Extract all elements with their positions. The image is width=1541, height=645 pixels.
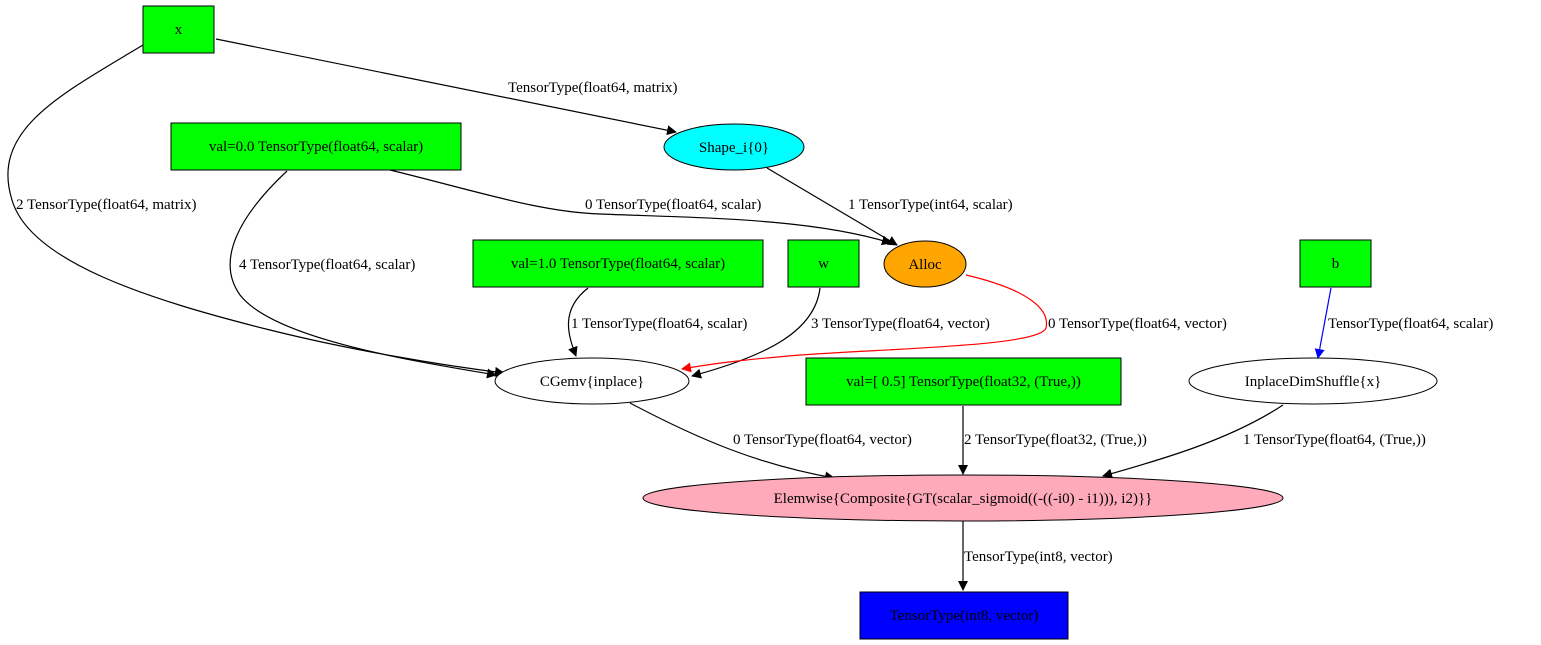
node-constant-val1-label: val=1.0 TensorType(float64, scalar) xyxy=(511,256,725,272)
edge-label-alloc-to-cgemv: 0 TensorType(float64, vector) xyxy=(1048,316,1227,332)
edge-val0-to-cgemv xyxy=(229,170,497,379)
edge-label-val1-to-cgemv: 1 TensorType(float64, scalar) xyxy=(571,316,747,332)
node-dimshuffle-label: InplaceDimShuffle{x} xyxy=(1245,374,1382,390)
node-w[interactable]: w xyxy=(787,239,860,288)
node-elemwise-label: Elemwise{Composite{GT(scalar_sigmoid((-(… xyxy=(774,491,1153,507)
node-x-box xyxy=(142,5,215,54)
node-constant-val1-box xyxy=(472,239,764,288)
edge-label-elemwise-to-output: TensorType(int8, vector) xyxy=(964,549,1113,565)
node-constant-val05-label: val=[ 0.5] TensorType(float32, (True,)) xyxy=(846,374,1081,390)
node-x[interactable]: x xyxy=(142,5,215,54)
edge-label-val0-to-alloc: 0 TensorType(float64, scalar) xyxy=(585,197,761,213)
node-constant-val0[interactable]: val=0.0 TensorType(float64, scalar) xyxy=(170,122,462,171)
node-shape-i[interactable]: Shape_i{0} xyxy=(663,123,805,171)
node-shape-i-label: Shape_i{0} xyxy=(699,140,769,156)
node-elemwise[interactable]: Elemwise{Composite{GT(scalar_sigmoid((-(… xyxy=(642,474,1284,522)
node-cgemv[interactable]: CGemv{inplace} xyxy=(494,357,690,405)
edge-label-w-to-cgemv: 3 TensorType(float64, vector) xyxy=(811,316,990,332)
node-constant-val05[interactable]: val=[ 0.5] TensorType(float32, (True,)) xyxy=(805,357,1122,406)
node-cgemv-label: CGemv{inplace} xyxy=(540,374,644,390)
node-alloc-ellipse xyxy=(883,240,967,288)
node-w-box xyxy=(787,239,860,288)
edge-val0-to-alloc xyxy=(389,169,892,246)
node-b[interactable]: b xyxy=(1299,239,1372,288)
node-alloc[interactable]: Alloc xyxy=(883,240,967,288)
edge-label-cgemv-to-elemwise: 0 TensorType(float64, vector) xyxy=(733,432,912,448)
node-output[interactable]: TensorType(int8, vector) xyxy=(859,591,1069,640)
edge-shape-to-alloc xyxy=(766,167,898,246)
node-constant-val05-box xyxy=(805,357,1122,406)
node-w-label: w xyxy=(818,256,829,272)
node-constant-val1[interactable]: val=1.0 TensorType(float64, scalar) xyxy=(472,239,764,288)
edge-cgemv-to-elemwise xyxy=(629,402,835,482)
node-output-box xyxy=(859,591,1069,640)
edge-x-to-shape xyxy=(215,38,677,136)
edge-label-x-to-cgemv: 2 TensorType(float64, matrix) xyxy=(16,197,197,213)
node-b-box xyxy=(1299,239,1372,288)
edge-label-b-to-dimshuffle: TensorType(float64, scalar) xyxy=(1328,316,1493,332)
node-b-label: b xyxy=(1332,256,1340,272)
node-constant-val0-label: val=0.0 TensorType(float64, scalar) xyxy=(209,139,423,155)
edge-label-val0-to-cgemv: 4 TensorType(float64, scalar) xyxy=(239,257,415,273)
node-shape-i-ellipse xyxy=(663,123,805,171)
nodes: x val=0.0 TensorType(float64, scalar) Sh… xyxy=(142,5,1438,640)
edge-val1-to-cgemv xyxy=(567,287,589,357)
node-x-label: x xyxy=(175,22,183,38)
node-alloc-label: Alloc xyxy=(908,257,942,273)
node-dimshuffle-ellipse xyxy=(1188,357,1438,405)
node-constant-val0-box xyxy=(170,122,462,171)
edge-b-to-dimshuffle xyxy=(1314,287,1332,359)
edge-label-shape-to-alloc: 1 TensorType(int64, scalar) xyxy=(848,197,1013,213)
node-dimshuffle[interactable]: InplaceDimShuffle{x} xyxy=(1188,357,1438,405)
node-output-label: TensorType(int8, vector) xyxy=(890,608,1039,624)
edge-w-to-cgemv xyxy=(691,287,821,379)
node-cgemv-ellipse xyxy=(494,357,690,405)
edges: TensorType(float64, matrix) 2 TensorType… xyxy=(7,38,1493,591)
edge-label-x-to-shape: TensorType(float64, matrix) xyxy=(508,80,678,96)
edge-label-dimshuffle-to-elemwise: 1 TensorType(float64, (True,)) xyxy=(1243,432,1426,448)
edge-alloc-to-cgemv xyxy=(681,274,1048,373)
edge-dimshuffle-to-elemwise xyxy=(1102,404,1284,479)
node-elemwise-ellipse xyxy=(642,474,1284,522)
edge-label-val05-to-elemwise: 2 TensorType(float32, (True,)) xyxy=(964,432,1147,448)
